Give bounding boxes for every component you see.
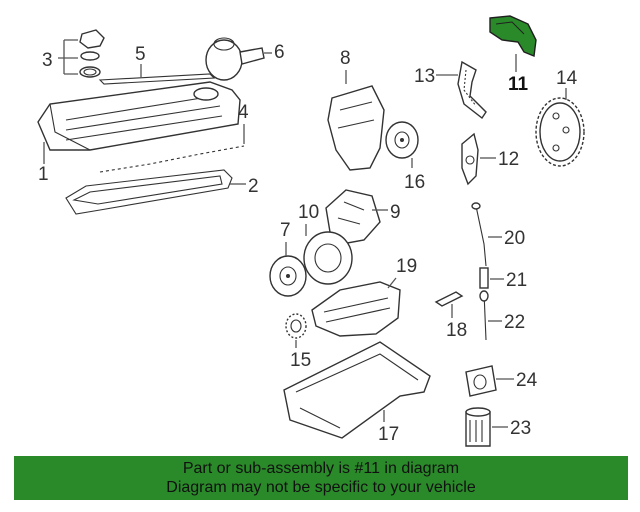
callout-10: 10 (298, 202, 319, 223)
part-22-dipstick (479, 290, 489, 341)
part-18-sensor (434, 291, 464, 307)
callout-12: 12 (498, 149, 519, 170)
part-3-oil-cap (79, 29, 105, 78)
callout-3: 3 (42, 50, 53, 71)
callout-20: 20 (504, 228, 525, 249)
callout-8: 8 (340, 48, 351, 69)
part-14-cam-sprocket (535, 97, 585, 167)
callout-1: 1 (38, 164, 49, 185)
part-2-gasket (65, 169, 233, 215)
callout-18: 18 (446, 320, 467, 341)
part-11-highlighted (489, 15, 537, 57)
part-10-seal-housing (303, 231, 353, 285)
part-16-tensioner (385, 121, 419, 159)
part-1-valve-cover (37, 81, 241, 151)
callout-17: 17 (378, 424, 399, 445)
callout-16: 16 (404, 172, 425, 193)
part-20-dipstick-tube (471, 202, 487, 267)
callout-9: 9 (390, 202, 401, 223)
part-12-rear-cover (461, 132, 479, 186)
callout-6: 6 (274, 42, 285, 63)
part-8-timing-cover (327, 85, 385, 171)
callout-21: 21 (506, 270, 527, 291)
banner-line-2: Diagram may not be specific to your vehi… (166, 479, 476, 496)
part-13-timing-belt (457, 60, 487, 120)
callout-13: 13 (414, 66, 435, 87)
part-17-oil-pan (283, 341, 431, 439)
callout-23: 23 (510, 418, 531, 439)
callout-14: 14 (556, 68, 578, 89)
callout-2: 2 (248, 176, 259, 197)
part-24-filter-housing (465, 365, 497, 397)
callout-4: 4 (238, 102, 249, 123)
parts-diagram: 3 5 6 1 4 2 8 1 (37, 15, 585, 447)
callout-5: 5 (135, 44, 146, 65)
callout-7: 7 (280, 220, 291, 241)
callout-19: 19 (396, 256, 417, 277)
part-7-crank-pulley (269, 255, 307, 297)
callout-22: 22 (504, 312, 525, 333)
info-banner: Part or sub-assembly is #11 in diagram D… (14, 456, 628, 500)
part-4-gasket-set (99, 145, 245, 173)
part-19-oil-pump (311, 281, 401, 337)
callout-15: 15 (290, 350, 311, 371)
part-6-breather (205, 37, 265, 81)
banner-line-1: Part or sub-assembly is #11 in diagram (182, 460, 460, 477)
part-21-seal (479, 267, 489, 289)
callout-11: 11 (508, 74, 529, 95)
part-5-gasket (98, 73, 216, 85)
callout-24: 24 (516, 370, 538, 391)
part-15-sprocket (285, 313, 307, 339)
part-9-bracket (325, 189, 381, 245)
part-23-oil-filter (465, 407, 491, 447)
